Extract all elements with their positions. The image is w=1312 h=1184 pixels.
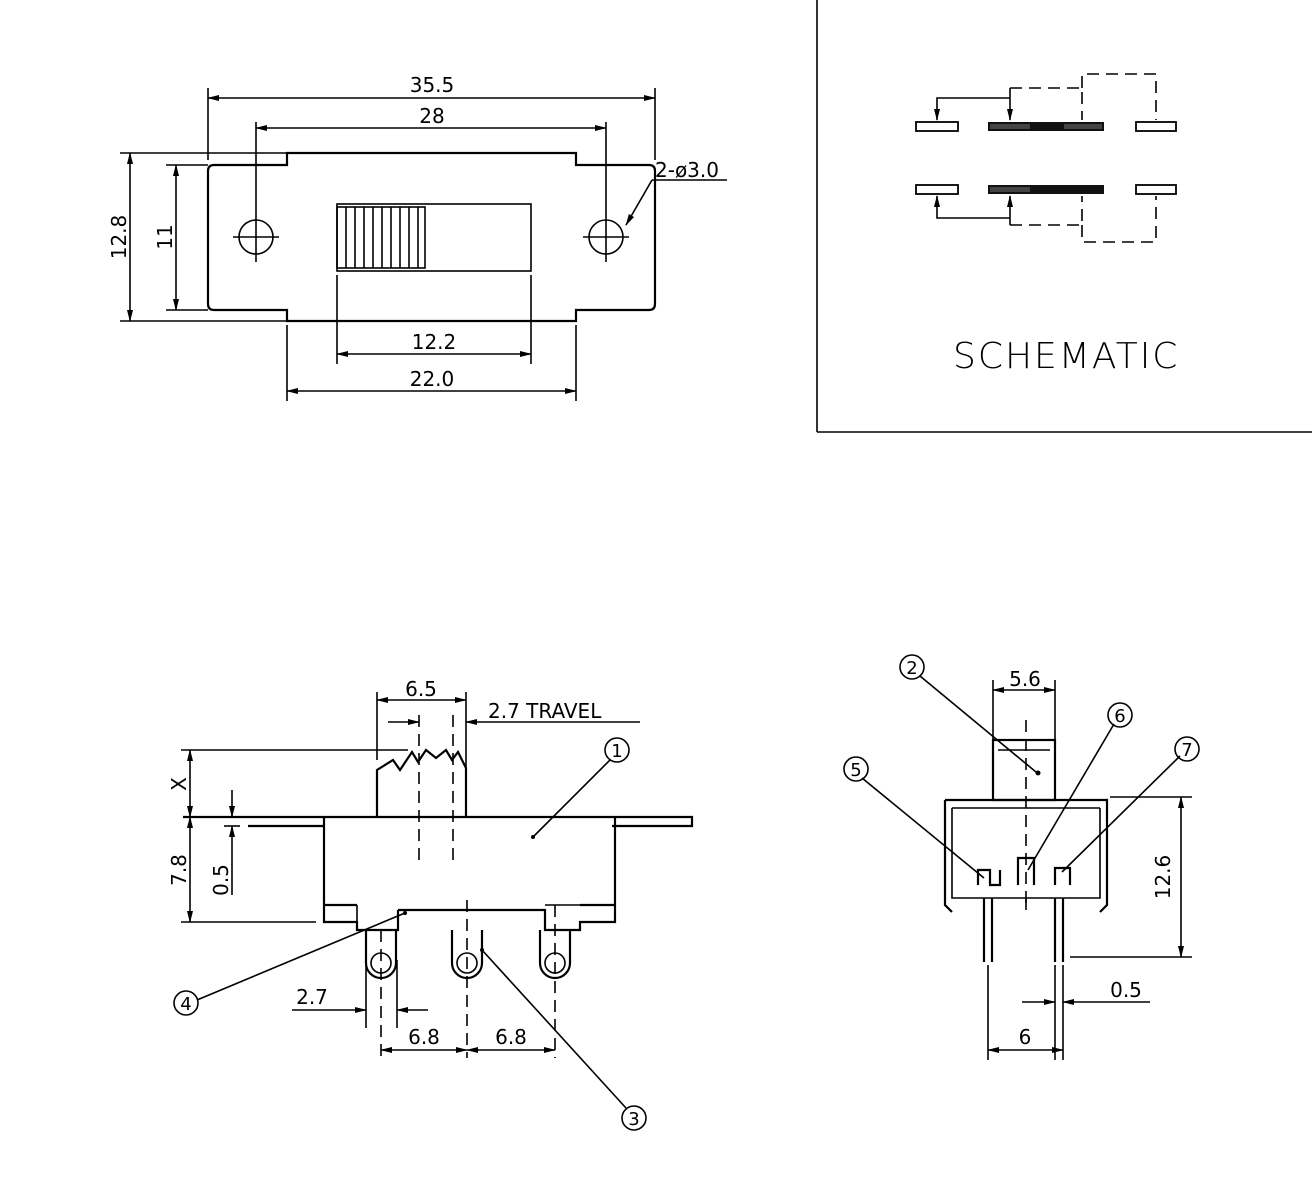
pad-top-right: [1135, 121, 1177, 132]
dim-pitch-1: 6.8: [408, 1025, 440, 1049]
schematic-panel: SCHEMATIC: [816, 0, 1312, 433]
dim-travel: 2.7 TRAVEL: [488, 699, 602, 723]
callout-7: 7: [1174, 736, 1200, 762]
actuator: [991, 738, 1057, 802]
callout-5: 5: [843, 756, 869, 782]
dim-height: 12.6: [1151, 855, 1175, 900]
pad-bottom-left: [915, 184, 959, 195]
dim-hole-note: 2-ø3.0: [655, 158, 719, 182]
svg-text:5: 5: [850, 760, 861, 781]
dim-pin-spacing: 6: [1019, 1025, 1032, 1049]
svg-text:4: 4: [180, 994, 191, 1015]
schematic-title: SCHEMATIC: [953, 336, 1179, 377]
slider-slot: [336, 203, 532, 272]
pad-top-left: [915, 121, 959, 132]
end-view: 5.6 12.6 0.5 6 2 5 6 7: [843, 654, 1200, 1060]
callout-4: 4: [173, 990, 199, 1016]
slider-knob-hatched: [336, 206, 426, 269]
dim-body-height: 7.8: [167, 854, 191, 886]
mounting-hole-left: [233, 122, 279, 262]
dim-pin-thickness: 0.5: [1110, 978, 1142, 1002]
dim-hole-spacing: 28: [419, 104, 444, 128]
svg-text:1: 1: [611, 741, 622, 762]
dim-knob-height: X: [167, 777, 191, 791]
dim-pitch-2: 6.8: [495, 1025, 527, 1049]
callout-6: 6: [1107, 702, 1133, 728]
callout-1: 1: [604, 737, 630, 763]
dim-slot-length: 12.2: [412, 330, 457, 354]
mounting-hole-right: [583, 122, 629, 262]
dim-knob-width: 6.5: [405, 677, 437, 701]
switch-body: [322, 817, 617, 932]
dim-actuator-width: 5.6: [1009, 667, 1041, 691]
dim-overall-length: 35.5: [410, 73, 455, 97]
pins: [982, 898, 1065, 962]
svg-text:7: 7: [1181, 740, 1192, 761]
dim-terminal-width: 2.7: [296, 985, 328, 1009]
slider-knob: [375, 748, 468, 817]
callout-3: 3: [621, 1105, 647, 1131]
side-view: 6.5 2.7 TRAVEL X 7.8 0.5 2.7 6.8 6.8 1 4…: [167, 677, 694, 1131]
dim-plate-thickness: 0.5: [209, 864, 233, 896]
svg-text:3: 3: [628, 1109, 639, 1130]
contact-bottom: [988, 185, 1104, 194]
callout-2: 2: [899, 654, 925, 680]
svg-text:2: 2: [906, 658, 917, 679]
mounting-plate-edge: [248, 815, 694, 828]
dim-overall-height: 12.8: [107, 215, 131, 260]
svg-text:6: 6: [1114, 706, 1125, 727]
pad-bottom-right: [1135, 184, 1177, 195]
dim-body-width: 22.0: [410, 367, 455, 391]
top-view: 35.5 28 12.8 11 2-ø3.0 12.2 22.0: [107, 73, 727, 401]
contact-top: [988, 122, 1104, 131]
dim-body-height: 11: [153, 224, 177, 249]
mounting-plate-outline: [206, 151, 657, 323]
